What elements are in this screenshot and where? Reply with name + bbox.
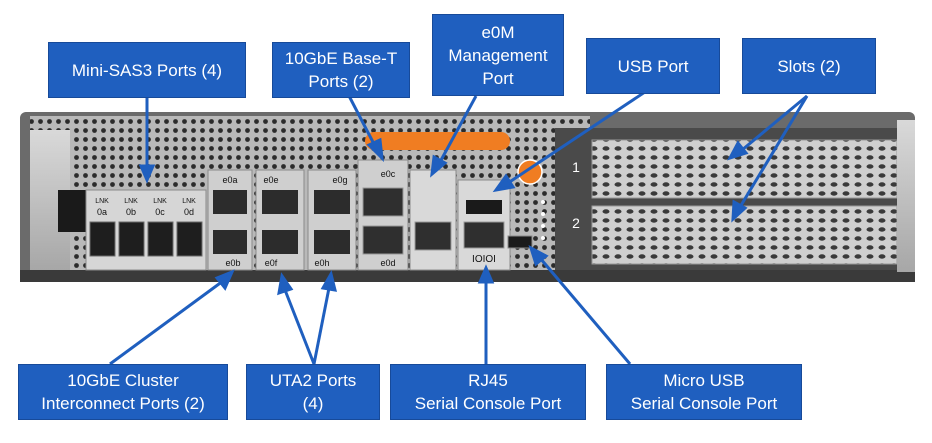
arrow-cluster: [109, 269, 235, 366]
port-label-e0h: e0h: [314, 258, 329, 268]
slot-1-number: 1: [572, 159, 580, 175]
sas-port-label-0a: 0a: [97, 207, 107, 217]
sas-lnk-label: LNK: [124, 198, 138, 205]
pointer-arrows: [109, 84, 809, 366]
arrow-slot-1: [726, 94, 808, 161]
arrow-e0m: [430, 95, 478, 178]
callout-e0m-line2: Management: [448, 45, 548, 65]
uta2-port-module: [255, 169, 357, 271]
console-module: [457, 179, 533, 271]
right-bracket: [897, 120, 915, 272]
callout-usb-line1: USB Port: [617, 56, 689, 76]
callout-base-t-line2: Ports (2): [308, 72, 374, 91]
callout-rj45-line2: Serial Console Port: [414, 394, 562, 413]
cluster-port-module: [207, 169, 253, 271]
port-label-e0g: e0g: [332, 175, 347, 185]
callout-10gbe-cluster-interconnect-ports: 10GbE Cluster Interconnect Ports (2): [18, 364, 228, 420]
sas-port-label-0b: 0b: [126, 207, 136, 217]
status-led-column: [541, 200, 545, 240]
callout-e0m-line1: e0M: [481, 22, 515, 42]
arrow-rj45: [477, 264, 495, 364]
slot-2-plate: [591, 205, 898, 265]
port-label-e0e: e0e: [263, 175, 278, 185]
mini-sas3-module: [85, 189, 207, 271]
callout-rj45-serial-console-port: RJ45 Serial Console Port: [390, 364, 586, 420]
callout-e0m-line3: Port: [482, 68, 514, 88]
arrow-micro-usb: [528, 244, 632, 365]
sas-lnk-label: LNK: [95, 198, 109, 205]
sas-lnk-label: LNK: [182, 198, 196, 205]
port-label-e0f: e0f: [265, 258, 278, 268]
port-label-e0c: e0c: [381, 169, 396, 179]
port-label-e0d: e0d: [380, 258, 395, 268]
arrow-uta2-right: [312, 270, 338, 365]
mini-sas3-port-0a: [89, 221, 116, 257]
mini-sas3-port-0d: [176, 221, 203, 257]
callout-uta2-line2: (4): [302, 394, 324, 413]
callout-rj45-line1: RJ45: [468, 371, 508, 390]
sas-lnk-label: LNK: [153, 198, 167, 205]
port-label-e0b: e0b: [225, 258, 240, 268]
callout-slots-line1: Slots (2): [777, 56, 841, 76]
callout-e0m-management-port: e0M Management Port: [432, 14, 564, 96]
mini-sas3-port-0c: [147, 221, 174, 257]
callout-mini-sas3-ports: Mini-SAS3 Ports (4): [48, 42, 246, 98]
callout-cluster-line2: Interconnect Ports (2): [41, 394, 205, 413]
callout-slots: Slots (2): [742, 38, 876, 94]
callout-cluster-line1: 10GbE Cluster: [67, 371, 179, 390]
port-label-e0a: e0a: [222, 175, 237, 185]
callout-usb-port: USB Port: [586, 38, 720, 94]
arrow-usb: [492, 84, 655, 193]
chassis-bottom-rail: [20, 270, 915, 282]
arrow-mini-sas3: [138, 97, 156, 184]
e0m-port-module: [409, 169, 457, 271]
callout-base-t-line1: 10GbE Base-T: [284, 49, 398, 68]
callout-micro-usb-line2: Serial Console Port: [630, 394, 778, 413]
callout-micro-usb-line1: Micro USB: [663, 371, 745, 390]
callout-10gbe-base-t-ports: 10GbE Base-T Ports (2): [272, 42, 410, 98]
slot-2-number: 2: [572, 215, 580, 231]
callout-uta2-ports: UTA2 Ports (4): [246, 364, 380, 420]
arrow-uta2-left: [277, 272, 316, 365]
callout-mini-sas3-line1: Mini-SAS3 Ports (4): [71, 60, 223, 80]
arrow-base-t: [345, 91, 384, 163]
sas-port-label-0c: 0c: [155, 207, 165, 217]
callout-micro-usb-serial-console-port: Micro USB Serial Console Port: [606, 364, 802, 420]
orange-release-handle: [365, 132, 510, 150]
mini-sas3-port-0b: [118, 221, 145, 257]
callout-uta2-line1: UTA2 Ports: [269, 371, 357, 390]
base-t-port-module: [357, 159, 409, 271]
arrow-slot-2: [731, 95, 809, 223]
sas-port-label-0d: 0d: [184, 207, 194, 217]
serial-port-label: IOIOI: [472, 254, 496, 265]
left-bracket-tab: [58, 190, 88, 232]
